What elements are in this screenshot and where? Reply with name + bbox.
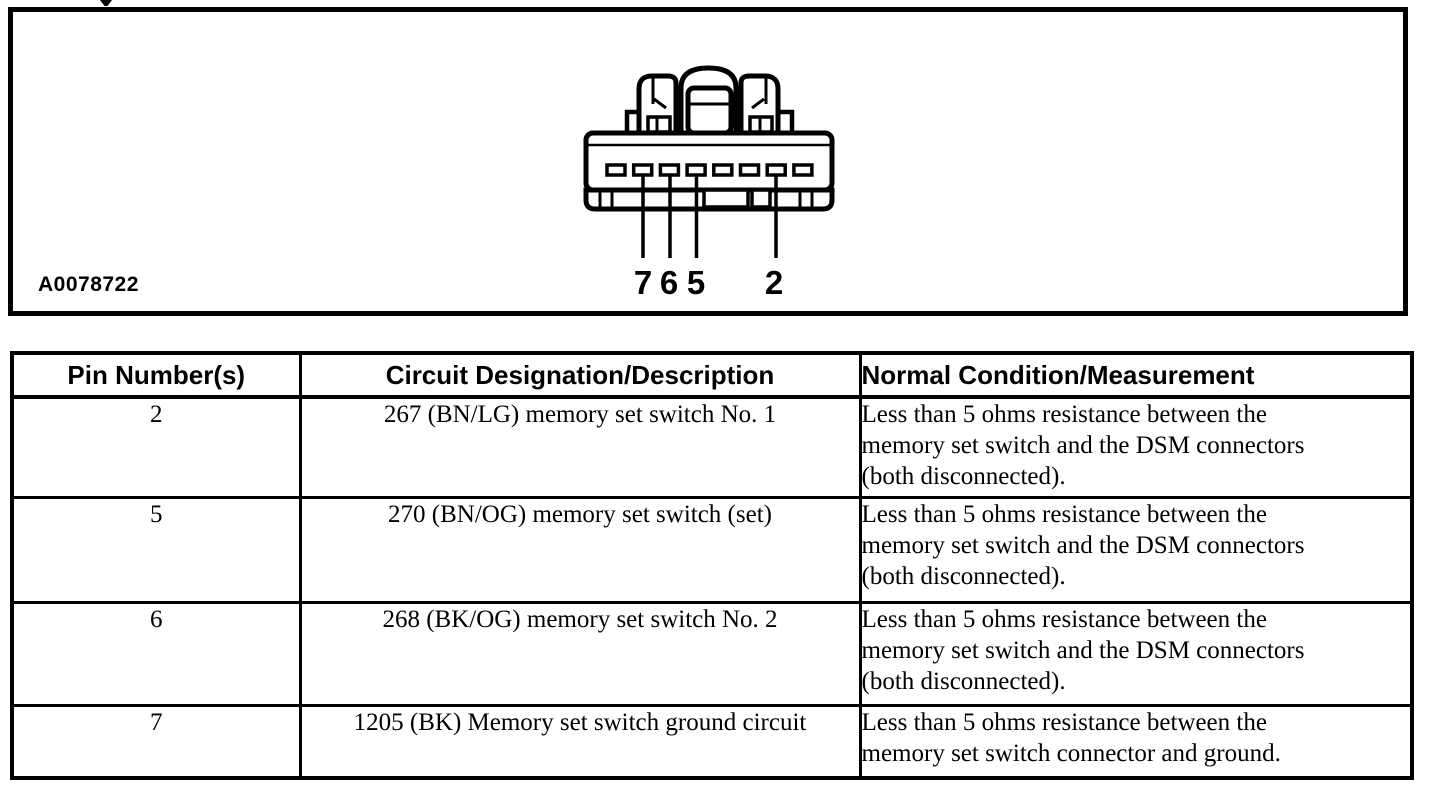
connector-diagram: 7 6 5 2 bbox=[583, 65, 835, 301]
circuit-cell: 270 (BN/OG) memory set switch (set) bbox=[298, 495, 862, 604]
pin-number-cell: 2 bbox=[10, 395, 302, 499]
condition-cell: Less than 5 ohms resistance between the … bbox=[858, 703, 1414, 780]
condition-line: Less than 5 ohms resistance between the bbox=[861, 500, 1267, 528]
table-row: 5 270 (BN/OG) memory set switch (set) Le… bbox=[10, 495, 1414, 604]
condition-line: memory set switch connector and ground. bbox=[861, 739, 1281, 767]
pin-slot bbox=[658, 163, 681, 177]
left-latch-window bbox=[646, 115, 672, 134]
pin-slot bbox=[765, 163, 787, 177]
condition-line: (both disconnected). bbox=[861, 463, 1066, 490]
connector-body bbox=[583, 130, 835, 193]
pin-number-cell: 5 bbox=[10, 495, 302, 604]
pin-slot bbox=[792, 163, 814, 177]
pin-label-7: 7 bbox=[634, 264, 652, 301]
pin-number-cell: 7 bbox=[10, 703, 302, 780]
cutoff-text-fragment bbox=[100, 0, 112, 6]
condition-cell: Less than 5 ohms resistance between the … bbox=[858, 495, 1414, 604]
pin-slot bbox=[605, 163, 627, 177]
skirt-tab bbox=[750, 188, 772, 209]
table-row: 6 268 (BK/OG) memory set switch No. 2 Le… bbox=[10, 600, 1414, 707]
header-pin-numbers: Pin Number(s) bbox=[10, 351, 302, 399]
condition-cell: Less than 5 ohms resistance between the … bbox=[858, 395, 1414, 499]
pin-slot bbox=[631, 163, 654, 177]
pin-number-cell: 6 bbox=[10, 600, 302, 707]
left-wing-detail-line bbox=[653, 97, 667, 110]
table-row: 2 267 (BN/LG) memory set switch No. 1 Le… bbox=[10, 395, 1414, 499]
figure-id-label: A0078722 bbox=[38, 273, 139, 296]
right-wing-detail-line bbox=[751, 97, 765, 110]
pin-slots bbox=[605, 163, 814, 177]
skirt-tab bbox=[702, 188, 750, 209]
condition-cell: Less than 5 ohms resistance between the … bbox=[858, 600, 1414, 707]
pinout-table: Pin Number(s) Circuit Designation/Descri… bbox=[10, 351, 1414, 780]
condition-line: memory set switch and the DSM connectors bbox=[861, 432, 1305, 459]
circuit-cell: 268 (BK/OG) memory set switch No. 2 bbox=[298, 600, 862, 707]
connector-latch-button bbox=[685, 85, 734, 136]
table-row: 7 1205 (BK) Memory set switch ground cir… bbox=[10, 703, 1414, 780]
pin-slot bbox=[685, 163, 707, 177]
pin-slot bbox=[712, 163, 734, 177]
condition-line: Less than 5 ohms resistance between the bbox=[861, 401, 1267, 428]
circuit-cell: 1205 (BK) Memory set switch ground circu… bbox=[298, 703, 862, 780]
table-header-row: Pin Number(s) Circuit Designation/Descri… bbox=[10, 351, 1414, 399]
condition-line: Less than 5 ohms resistance between the bbox=[861, 708, 1267, 736]
circuit-cell: 267 (BN/LG) memory set switch No. 1 bbox=[298, 395, 862, 499]
pin-slot bbox=[738, 163, 761, 177]
condition-line: Less than 5 ohms resistance between the bbox=[861, 605, 1267, 633]
condition-line: memory set switch and the DSM connectors bbox=[861, 531, 1305, 559]
condition-line: (both disconnected). bbox=[861, 667, 1066, 695]
header-normal-condition: Normal Condition/Measurement bbox=[858, 351, 1414, 399]
condition-line: memory set switch and the DSM connectors bbox=[861, 636, 1305, 664]
pin-label-2: 2 bbox=[765, 264, 783, 301]
connector-figure: 7 6 5 2 A0078722 bbox=[8, 7, 1408, 316]
pin-label-6: 6 bbox=[660, 264, 678, 301]
pin-label-5: 5 bbox=[687, 264, 705, 301]
condition-line: (both disconnected). bbox=[861, 562, 1066, 590]
header-circuit-designation: Circuit Designation/Description bbox=[298, 351, 862, 399]
pin-leader-lines bbox=[641, 175, 778, 258]
